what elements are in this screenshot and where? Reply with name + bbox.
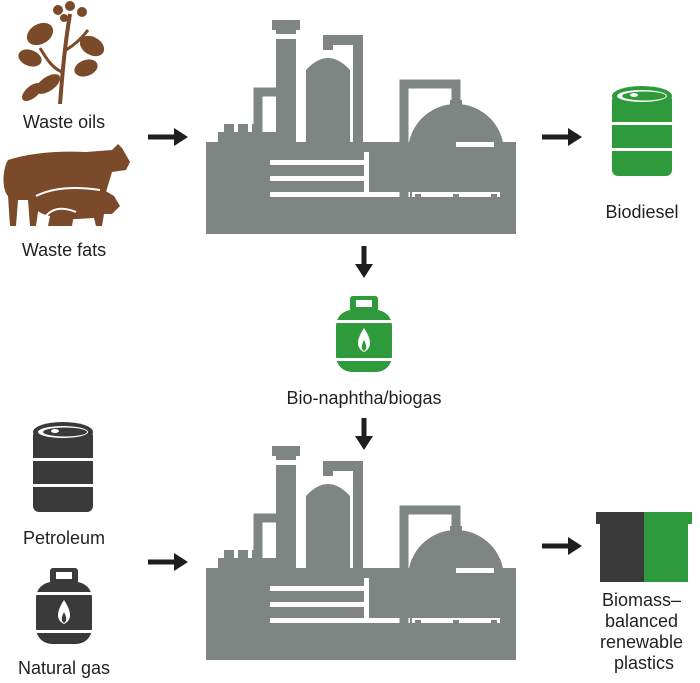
oil-barrel-icon	[33, 422, 93, 512]
plastics-label-line: plastics	[614, 653, 674, 673]
waste-oils-label: Waste oils	[23, 112, 105, 132]
oil-barrel-icon	[612, 86, 672, 176]
bio-naphtha-label: Bio-naphtha/biogas	[286, 388, 441, 408]
petroleum-label: Petroleum	[23, 528, 105, 548]
gas-cylinder-icon	[36, 568, 92, 644]
plastics-label: Biomass– balanced renewable plastics	[600, 590, 688, 673]
arrow-icon	[148, 128, 188, 146]
biodiesel-label: Biodiesel	[605, 202, 678, 222]
arrow-icon	[355, 418, 373, 450]
animals-icon	[3, 144, 130, 226]
plastic-container-icon	[596, 512, 692, 582]
arrow-icon	[148, 553, 188, 571]
arrow-icon	[355, 246, 373, 278]
gas-cylinder-icon	[336, 296, 392, 372]
plant-icon	[18, 1, 105, 105]
natural-gas-label: Natural gas	[18, 658, 110, 678]
plastics-label-line: Biomass–	[602, 590, 681, 610]
plastics-label-line: balanced	[605, 611, 678, 631]
refinery-icon	[206, 446, 516, 660]
arrow-icon	[542, 537, 582, 555]
arrow-icon	[542, 128, 582, 146]
waste-fats-label: Waste fats	[22, 240, 106, 260]
plastics-label-line: renewable	[600, 632, 683, 652]
refinery-icon	[206, 20, 516, 234]
